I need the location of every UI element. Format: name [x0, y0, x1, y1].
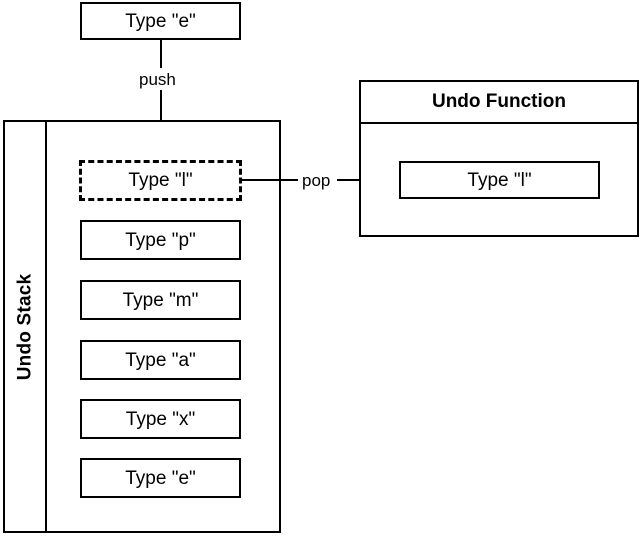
stack-item-0: Type "l" — [79, 160, 242, 201]
undo-stack-label-band: Undo Stack — [5, 122, 47, 531]
stack-item-1: Type "p" — [80, 220, 241, 260]
stack-item-5: Type "e" — [80, 458, 241, 498]
stack-item-2: Type "m" — [80, 280, 241, 320]
undo-function-panel: Undo Function — [359, 80, 639, 237]
undo-function-item-box: Type "l" — [399, 161, 600, 199]
stack-item-4: Type "x" — [80, 399, 241, 439]
push-edge-label: push — [136, 70, 179, 89]
pop-edge-left-segment — [241, 179, 298, 181]
undo-function-title: Undo Function — [361, 82, 637, 124]
stack-item-3: Type "a" — [80, 340, 241, 380]
pop-edge-label: pop — [299, 171, 334, 190]
undo-stack-title: Undo Stack — [14, 273, 35, 380]
pushed-item-box: Type "e" — [80, 2, 241, 40]
push-edge-upper-segment — [160, 40, 162, 68]
push-edge-lower-segment — [160, 90, 162, 132]
